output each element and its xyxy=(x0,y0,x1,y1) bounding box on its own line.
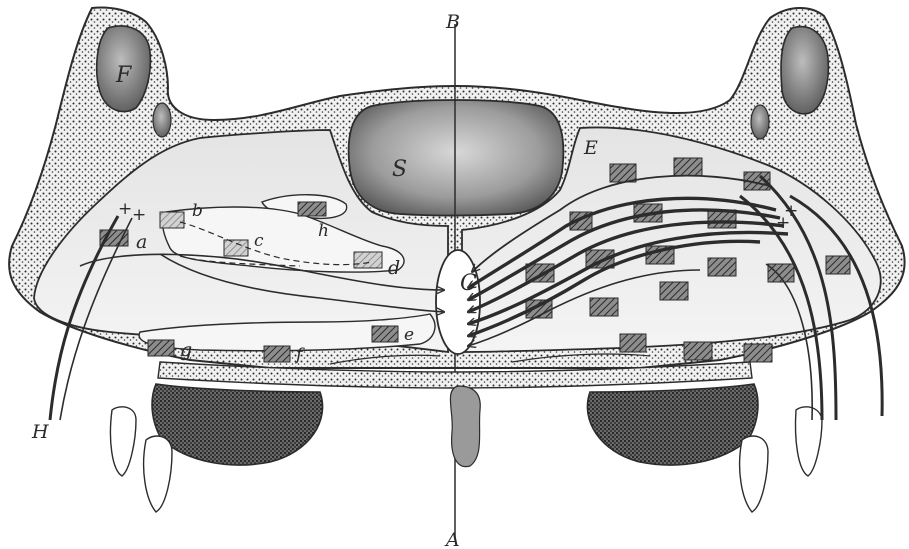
box-r12 xyxy=(826,256,850,274)
label-A: A xyxy=(444,529,460,549)
label-B: B xyxy=(445,11,460,33)
label-H: H xyxy=(31,421,49,443)
plus-sign-left-1: + xyxy=(118,199,132,219)
box-e xyxy=(372,326,398,342)
label-S: S xyxy=(392,157,407,182)
sinus-cell-right xyxy=(751,105,769,139)
plus-sign-left-2: + xyxy=(132,205,146,225)
plus-sign-right-2: + xyxy=(776,213,790,233)
label-h: h xyxy=(318,221,329,241)
box-r2 xyxy=(674,158,702,176)
label-b: b xyxy=(192,201,203,221)
label-E: E xyxy=(583,137,598,159)
box-f xyxy=(264,346,290,362)
tooth-left-1 xyxy=(110,407,136,476)
uvula xyxy=(450,386,480,467)
sphenoid-sinus xyxy=(349,100,564,216)
box-r17 xyxy=(684,342,712,360)
label-c: c xyxy=(254,231,264,251)
box-r1 xyxy=(610,164,636,182)
label-F: F xyxy=(115,63,132,88)
tooth-right-2 xyxy=(740,436,768,512)
maxilla-left xyxy=(152,384,322,465)
label-d: d xyxy=(388,257,400,279)
maxilla-right xyxy=(587,384,757,465)
box-r18 xyxy=(744,344,772,362)
sinus-cell-left xyxy=(153,103,171,137)
box-r10 xyxy=(708,258,736,276)
box-b xyxy=(160,212,184,228)
box-g xyxy=(148,340,174,356)
box-h xyxy=(298,202,326,216)
label-e: e xyxy=(404,325,414,345)
tooth-right-1 xyxy=(796,407,823,476)
box-c xyxy=(224,240,248,256)
box-r14 xyxy=(590,298,618,316)
box-d xyxy=(354,252,382,268)
label-a: a xyxy=(136,231,147,253)
tooth-left-2 xyxy=(144,436,172,512)
box-r11 xyxy=(768,264,794,282)
frontal-sinus-right xyxy=(781,27,828,114)
box-r16 xyxy=(620,334,646,352)
label-C: C xyxy=(460,271,477,296)
label-g: g xyxy=(180,339,192,361)
box-r15 xyxy=(660,282,688,300)
choana-opening xyxy=(436,250,480,354)
